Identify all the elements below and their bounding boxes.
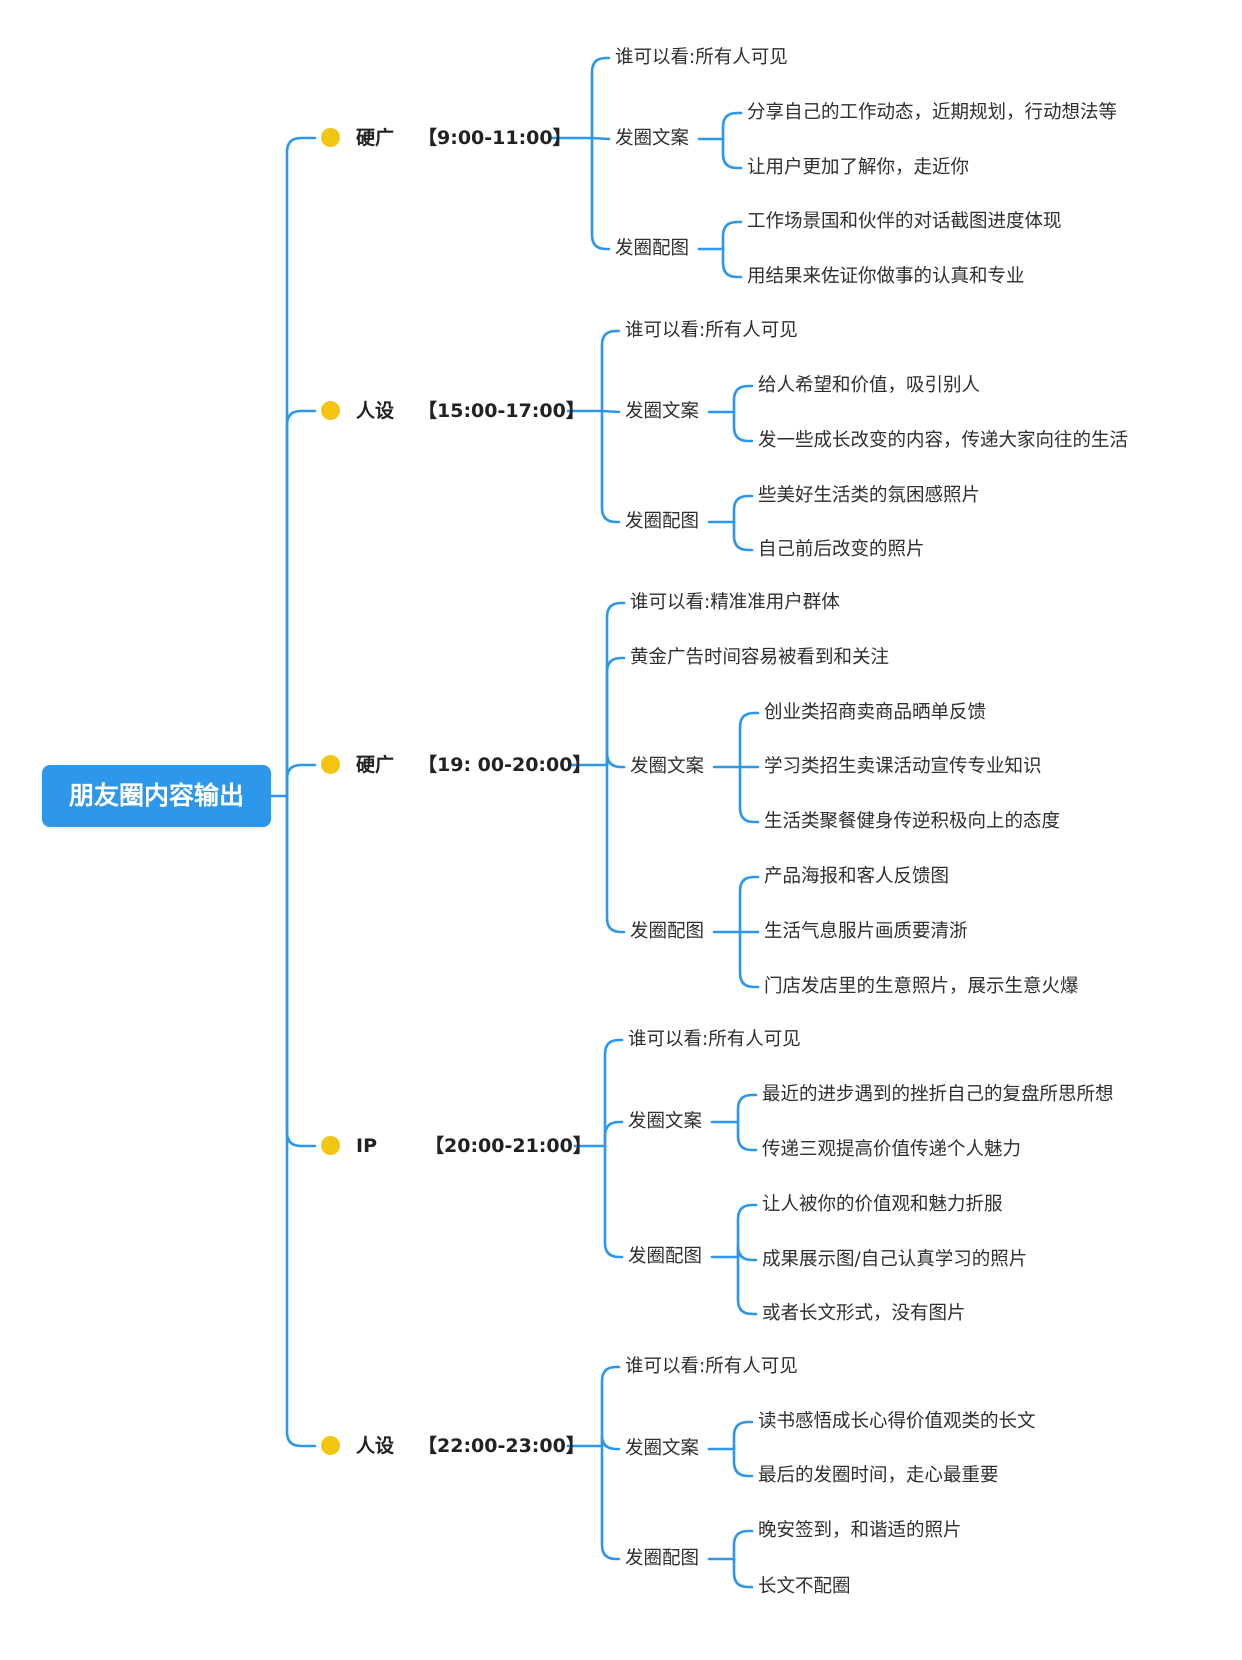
topic-0-2-connector-link-0 [721, 220, 743, 251]
topic-0-1-connector-link-1 [721, 137, 743, 170]
topic-node[interactable]: 谁可以看:所有人可见 [625, 1356, 798, 1377]
branch-1-connector-link-1 [600, 409, 621, 414]
branch-bullet-icon [321, 128, 340, 147]
subtopic-node[interactable]: 产品海报和客人反馈图 [764, 866, 950, 887]
topic-node[interactable]: 谁可以看:所有人可见 [615, 47, 788, 68]
branch-4-connector-link-0 [600, 1365, 621, 1448]
topic-2-3-connector-link-0 [738, 875, 760, 934]
subtopic-node[interactable]: 学习类招生卖课活动宣传专业知识 [764, 756, 1042, 777]
topic-0-1-connector-link-0 [721, 111, 743, 141]
root-connector-link-2 [285, 763, 317, 798]
topic-2-3-connector-link-2 [738, 930, 760, 989]
branch-category[interactable]: 硬广 [356, 754, 395, 776]
subtopic-node[interactable]: 或者长文形式，没有图片 [762, 1303, 966, 1324]
branch-category[interactable]: IP [356, 1135, 377, 1157]
topic-3-1-connector-link-0 [736, 1093, 758, 1124]
topic-3-2-connector-link-2 [736, 1255, 758, 1316]
topic-node[interactable]: 谁可以看:所有人可见 [625, 320, 798, 341]
root-connector-link-3 [285, 794, 317, 1148]
subtopic-node[interactable]: 门店发店里的生意照片，展示生意火爆 [764, 976, 1079, 997]
branch-category[interactable]: 人设 [356, 1435, 395, 1457]
topic-node[interactable]: 发圈配图 [625, 511, 700, 532]
subtopic-node[interactable]: 成果展示图/自己认真学习的照片 [762, 1249, 1028, 1270]
branch-bullet-icon [321, 755, 340, 774]
topic-node[interactable]: 发圈配图 [625, 1548, 700, 1569]
topic-2-2-connector-link-2 [738, 765, 760, 824]
branch-3-connector-link-0 [603, 1038, 624, 1148]
topic-1-1-connector-link-0 [732, 384, 754, 414]
branch-4-connector-link-1 [600, 1434, 621, 1451]
topic-node[interactable]: 发圈文案 [628, 1111, 703, 1132]
root-connector-link-1 [285, 409, 317, 798]
topic-4-2-connector-link-0 [732, 1529, 754, 1561]
subtopic-node[interactable]: 自己前后改变的照片 [758, 539, 925, 560]
subtopic-node[interactable]: 创业类招商卖商品晒单反馈 [764, 702, 987, 723]
branch-category[interactable]: 硬广 [356, 127, 395, 149]
topic-node[interactable]: 谁可以看:精准准用户群体 [630, 592, 840, 613]
topic-node[interactable]: 发圈文案 [615, 128, 690, 149]
topic-0-2-connector-link-1 [721, 247, 743, 279]
subtopic-node[interactable]: 长文不配圈 [758, 1576, 851, 1597]
subtopic-node[interactable]: 给人希望和价值，吸引别人 [758, 375, 981, 396]
subtopic-node[interactable]: 分享自己的工作动态，近期规划，行动想法等 [747, 102, 1118, 123]
topic-4-1-connector-link-1 [732, 1447, 754, 1478]
branch-1-connector-link-2 [600, 409, 621, 524]
topic-node[interactable]: 发圈配图 [615, 238, 690, 259]
topic-1-2-connector-link-0 [732, 494, 754, 524]
topic-node[interactable]: 黄金广告时间容易被看到和关注 [630, 647, 890, 668]
branch-time[interactable]: 【9:00-11:00】 [418, 127, 572, 149]
topic-2-2-connector-link-0 [738, 711, 760, 769]
topic-node[interactable]: 发圈文案 [630, 756, 705, 777]
branch-bullet-icon [321, 401, 340, 420]
branch-0-connector-link-2 [590, 136, 611, 251]
subtopic-node[interactable]: 用结果来佐证你做事的认真和专业 [747, 266, 1025, 287]
subtopic-node[interactable]: 让人被你的价值观和魅力折服 [762, 1194, 1003, 1215]
topic-3-2-connector-link-1 [736, 1245, 758, 1262]
branch-0-connector-link-1 [590, 136, 611, 141]
branch-0-connector-link-0 [590, 56, 611, 140]
subtopic-node[interactable]: 让用户更加了解你，走近你 [747, 157, 970, 178]
branch-category[interactable]: 人设 [356, 400, 395, 422]
branch-2-connector-link-0 [605, 601, 626, 767]
branch-time[interactable]: 【20:00-21:00】 [425, 1135, 592, 1157]
topic-3-1-connector-link-1 [736, 1120, 758, 1152]
branch-bullet-icon [321, 1136, 340, 1155]
topic-node[interactable]: 谁可以看:所有人可见 [628, 1029, 801, 1050]
subtopic-node[interactable]: 最后的发圈时间，走心最重要 [758, 1465, 999, 1486]
topic-1-1-connector-link-1 [732, 410, 754, 443]
branch-bullet-icon [321, 1436, 340, 1455]
subtopic-node[interactable]: 些美好生活类的氛困感照片 [758, 485, 981, 506]
subtopic-node[interactable]: 读书感悟成长心得价值观类的长文 [758, 1411, 1036, 1432]
branch-3-connector-link-2 [603, 1144, 624, 1259]
topic-4-1-connector-link-0 [732, 1420, 754, 1451]
topic-1-2-connector-link-1 [732, 520, 754, 552]
subtopic-node[interactable]: 生活类聚餐健身传逆积极向上的态度 [764, 811, 1061, 832]
topic-node[interactable]: 发圈文案 [625, 1438, 700, 1459]
branch-3-connector-link-1 [603, 1120, 624, 1148]
topic-node[interactable]: 发圈配图 [630, 921, 705, 942]
topic-node[interactable]: 发圈文案 [625, 401, 700, 422]
subtopic-node[interactable]: 晚安签到，和谐适的照片 [758, 1520, 962, 1541]
branch-2-connector-link-2 [605, 752, 626, 769]
subtopic-node[interactable]: 工作场景国和伙伴的对话截图进度体现 [747, 211, 1062, 232]
topic-4-2-connector-link-1 [732, 1557, 754, 1589]
subtopic-node[interactable]: 生活气息服片画质要清浙 [764, 921, 968, 942]
branch-time[interactable]: 【22:00-23:00】 [418, 1435, 585, 1457]
topic-3-2-connector-link-0 [736, 1203, 758, 1259]
subtopic-node[interactable]: 发一些成长改变的内容，传递大家向往的生活 [758, 430, 1129, 451]
root-connector-link-4 [285, 794, 317, 1448]
root-connector-link-0 [285, 136, 317, 798]
topic-node[interactable]: 发圈配图 [628, 1246, 703, 1267]
branch-1-connector-link-0 [600, 329, 621, 413]
branch-2-connector-link-3 [605, 763, 626, 934]
root-node[interactable]: 朋友圈内容输出 [42, 765, 271, 827]
subtopic-node[interactable]: 最近的进步遇到的挫折自己的复盘所思所想 [762, 1084, 1114, 1105]
branch-time[interactable]: 【19: 00-20:00】 [418, 754, 592, 776]
branch-time[interactable]: 【15:00-17:00】 [418, 400, 585, 422]
branch-4-connector-link-2 [600, 1444, 621, 1561]
branch-2-connector-link-1 [605, 656, 626, 767]
subtopic-node[interactable]: 传递三观提高价值传递个人魅力 [762, 1139, 1022, 1160]
